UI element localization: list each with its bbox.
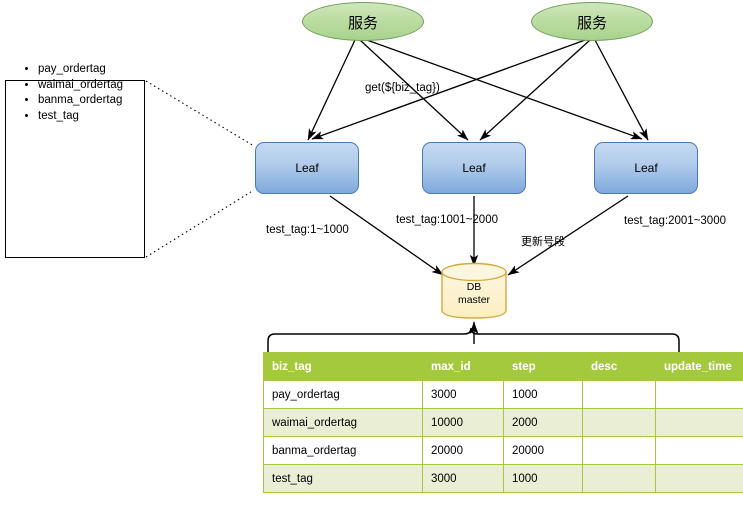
- table-header-biz-tag: biz_tag: [263, 352, 423, 381]
- table-header-step: step: [503, 352, 583, 381]
- cell-update-time: [655, 408, 743, 437]
- leaf-alloc-table: biz_tag max_id step desc update_time pay…: [263, 352, 743, 493]
- leaf-node-1[interactable]: Leaf: [255, 142, 359, 194]
- cell-update-time: [655, 436, 743, 465]
- edge-label-segment-1: test_tag:1~1000: [266, 224, 349, 236]
- cell-update-time: [655, 464, 743, 493]
- table-row: pay_ordertag 3000 1000: [263, 380, 743, 409]
- cell-max-id: 3000: [422, 380, 504, 409]
- service-node-1[interactable]: 服务: [302, 2, 424, 41]
- list-item: test_tag: [38, 109, 123, 125]
- leaf-node-3[interactable]: Leaf: [594, 142, 698, 194]
- service-to-leaf-edges: [307, 38, 649, 141]
- cell-desc: [582, 464, 656, 493]
- cell-max-id: 3000: [422, 464, 504, 493]
- list-item: waimai_ordertag: [38, 78, 123, 94]
- edge-label-segment-2: test_tag:1001~2000: [396, 214, 498, 226]
- leaf-to-db-edges: [329, 195, 629, 276]
- table-header-update-time: update_time: [655, 352, 743, 381]
- cell-max-id: 10000: [422, 408, 504, 437]
- table-header-row: biz_tag max_id step desc update_time: [263, 352, 743, 381]
- biz-tag-list: pay_ordertag waimai_ordertag banma_order…: [22, 62, 123, 124]
- table-row: test_tag 3000 1000: [263, 464, 743, 493]
- cell-step: 2000: [503, 408, 583, 437]
- cell-max-id: 20000: [422, 436, 504, 465]
- edge-label-get-call: get(${biz_tag}): [365, 82, 440, 94]
- cell-biz-tag: test_tag: [263, 464, 423, 493]
- cell-update-time: [655, 380, 743, 409]
- leaf-node-1-label: Leaf: [295, 161, 319, 175]
- cell-desc: [582, 380, 656, 409]
- table-row: waimai_ordertag 10000 2000: [263, 408, 743, 437]
- table-row: banma_ordertag 20000 20000: [263, 436, 743, 465]
- db-label-line2: master: [457, 294, 491, 306]
- edge-label-segment-3: test_tag:2001~3000: [624, 215, 726, 227]
- biz-tag-callout-box: [5, 80, 145, 258]
- leaf-node-2-label: Leaf: [462, 161, 486, 175]
- cell-desc: [582, 408, 656, 437]
- list-item: pay_ordertag: [38, 62, 123, 78]
- cell-step: 1000: [503, 380, 583, 409]
- table-header-desc: desc: [582, 352, 656, 381]
- db-master-node[interactable]: DB master: [442, 281, 506, 307]
- db-cylinder-shape: [441, 262, 507, 319]
- edge-label-update-segment: 更新号段: [521, 235, 565, 248]
- cell-biz-tag: waimai_ordertag: [263, 408, 423, 437]
- cell-step: 20000: [503, 436, 583, 465]
- cell-desc: [582, 436, 656, 465]
- callout-connector: [145, 80, 255, 258]
- cell-biz-tag: pay_ordertag: [263, 380, 423, 409]
- service-node-1-label: 服务: [347, 14, 378, 32]
- leaf-node-3-label: Leaf: [634, 161, 658, 175]
- cell-step: 1000: [503, 464, 583, 493]
- service-node-2-label: 服务: [576, 14, 607, 32]
- leaf-node-2[interactable]: Leaf: [422, 142, 526, 194]
- table-brace: [267, 327, 680, 352]
- db-label-line1: DB: [466, 281, 482, 293]
- cell-biz-tag: banma_ordertag: [263, 436, 423, 465]
- service-node-2[interactable]: 服务: [531, 2, 653, 41]
- list-item: banma_ordertag: [38, 93, 123, 109]
- table-header-max-id: max_id: [422, 352, 504, 381]
